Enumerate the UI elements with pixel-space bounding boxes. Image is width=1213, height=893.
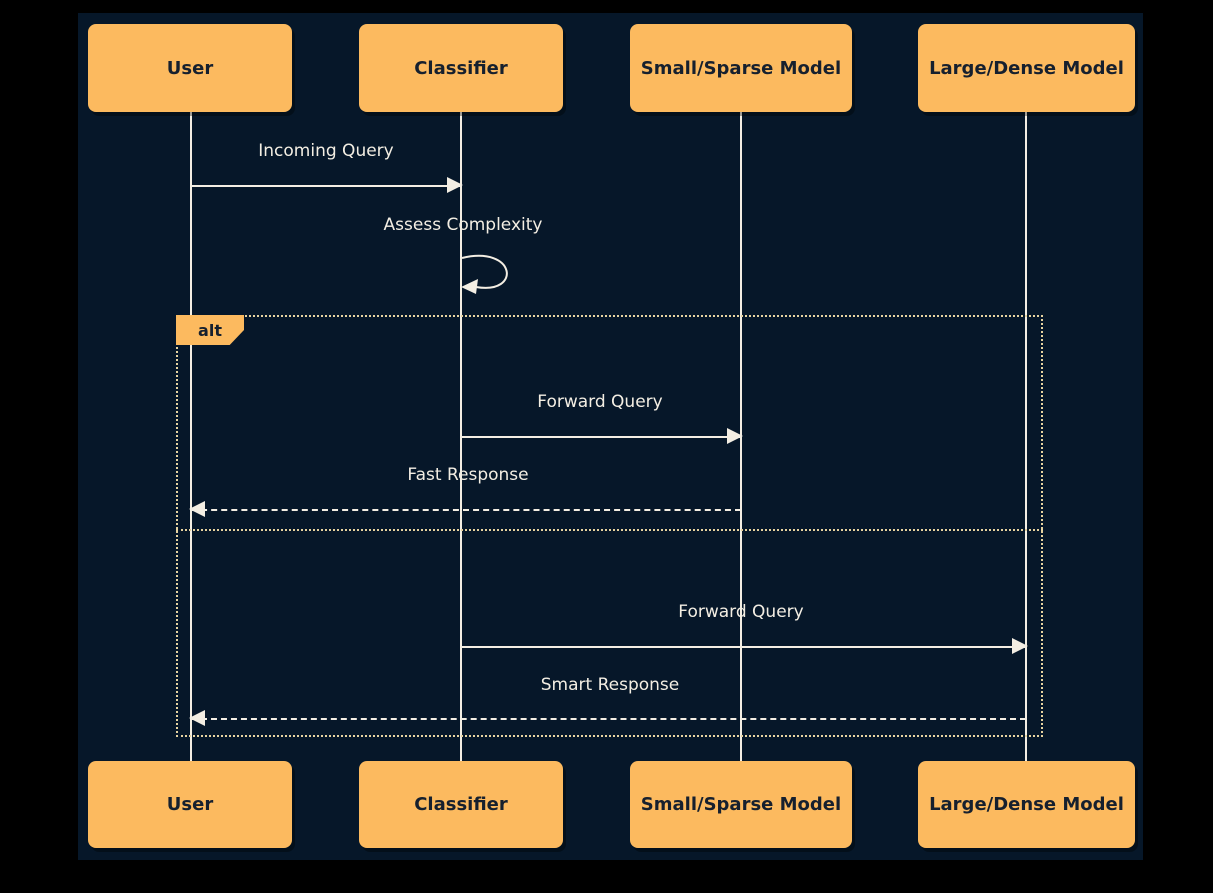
actor-bottom-large-dense-model: Large/Dense Model (918, 761, 1135, 848)
message-fast-response-line (189, 501, 741, 517)
alt-frame-divider (176, 529, 1043, 531)
message-assess-complexity-label: Assess Complexity (383, 215, 543, 235)
message-smart-response-line (189, 710, 1026, 726)
arrowhead-left-icon (189, 501, 205, 517)
lifeline-user (190, 112, 192, 761)
actor-bottom-small-sparse-model: Small/Sparse Model (630, 761, 852, 848)
actor-top-large-dense-model: Large/Dense Model (918, 24, 1135, 112)
actor-top-classifier: Classifier (359, 24, 563, 112)
actor-bottom-classifier: Classifier (359, 761, 563, 848)
self-loop-icon (461, 255, 508, 294)
message-forward-query-large-label: Forward Query (678, 602, 804, 622)
arrowhead-right-icon (727, 428, 743, 444)
message-smart-response-label: Smart Response (540, 675, 680, 695)
lifeline-large-dense-model (1025, 112, 1027, 761)
message-forward-query-small-label: Forward Query (537, 392, 663, 412)
arrowhead-right-icon (1012, 638, 1028, 654)
message-fast-response-label: Fast Response (407, 465, 529, 485)
arrowhead-left-icon (189, 710, 205, 726)
arrowhead-right-icon (447, 177, 463, 193)
message-incoming-query-label: Incoming Query (258, 141, 394, 161)
actor-top-small-sparse-model: Small/Sparse Model (630, 24, 852, 112)
message-forward-query-large-line (461, 638, 1028, 654)
actor-top-user: User (88, 24, 292, 112)
sequence-diagram-panel: alt Incoming Query Assess Complexity For… (78, 13, 1143, 860)
message-forward-query-small-line (461, 428, 743, 444)
alt-frame-label: alt (176, 315, 244, 345)
message-incoming-query-line (191, 177, 463, 193)
alt-frame (176, 315, 1043, 737)
actor-bottom-user: User (88, 761, 292, 848)
